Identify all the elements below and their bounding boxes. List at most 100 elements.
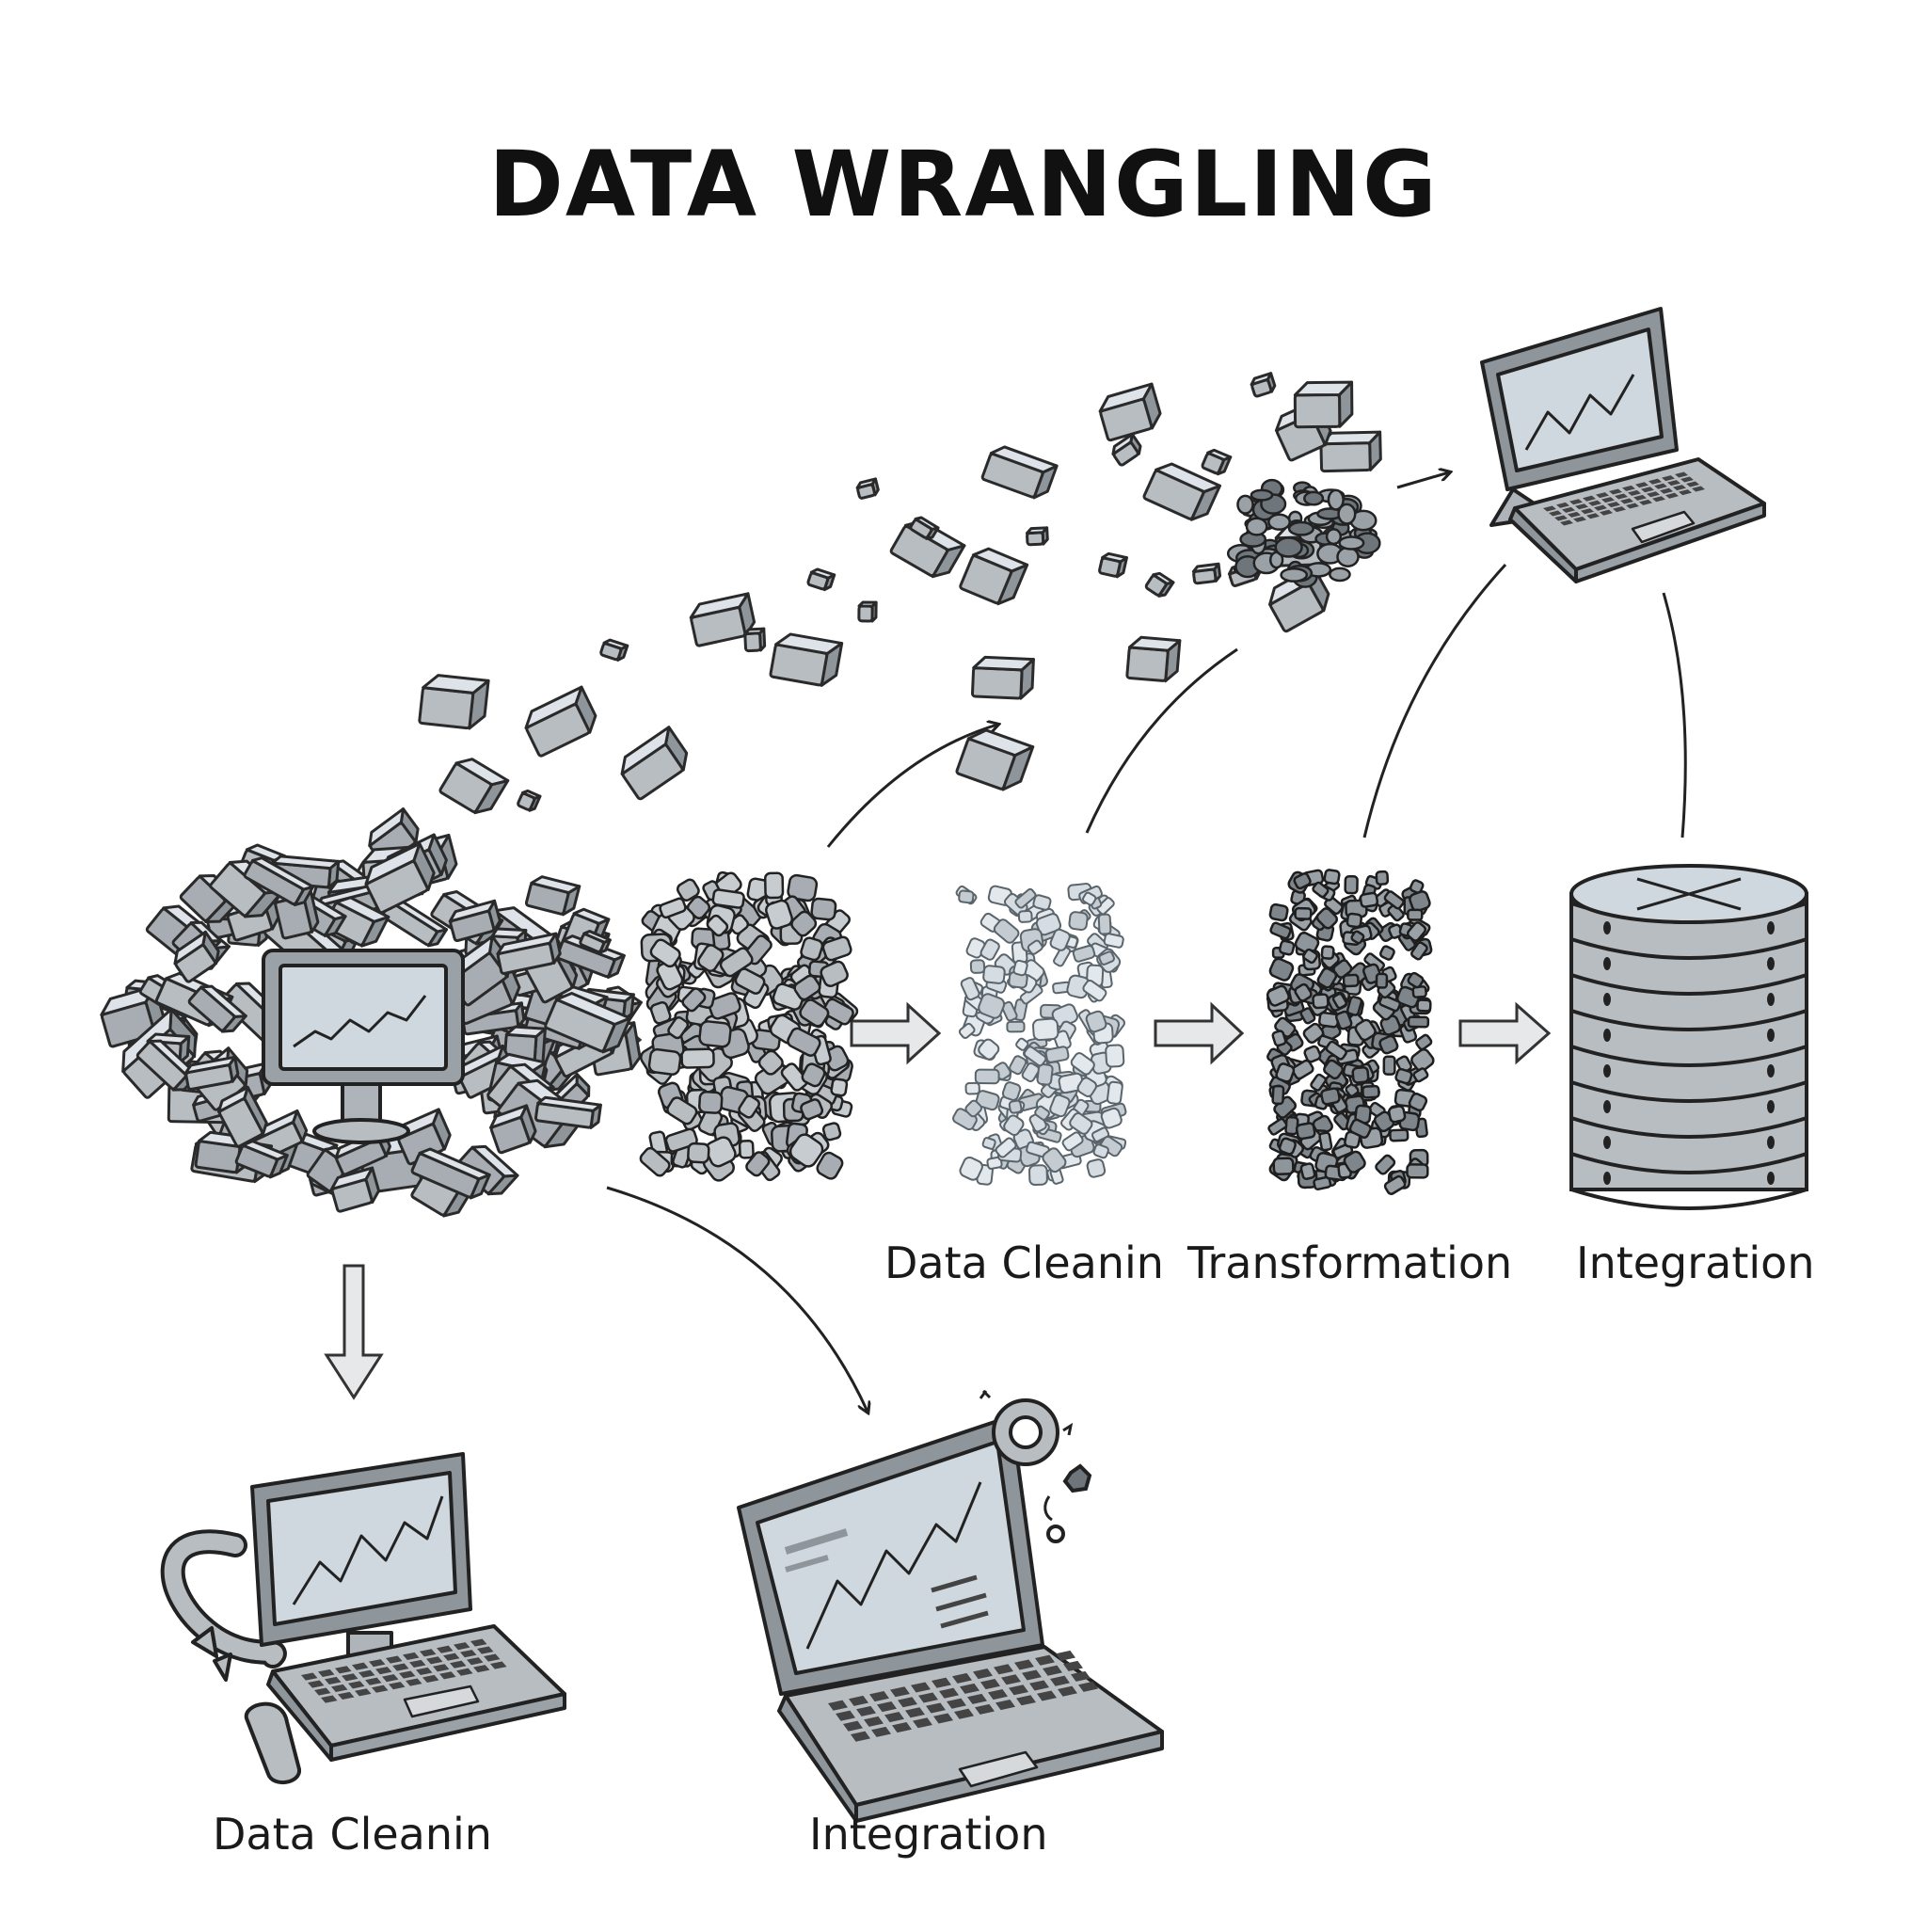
rubble-block (524, 875, 581, 917)
keyboard-key (1654, 483, 1667, 489)
column-block (1070, 1052, 1095, 1076)
keyboard-key (437, 1645, 454, 1653)
label-transformation: Transformation (1187, 1237, 1513, 1288)
column-block (1036, 1062, 1054, 1086)
flying-block (1293, 380, 1354, 429)
keyboard-key (1029, 1680, 1049, 1691)
keyboard-key (352, 1662, 369, 1670)
keyboard-key (1569, 499, 1583, 505)
keyboard-key (836, 1710, 855, 1721)
keyboard-key (1586, 513, 1600, 519)
keyboard-key (1556, 502, 1569, 508)
keyboard-key (1665, 492, 1679, 499)
keyboard-key (1622, 485, 1635, 491)
keyboard-key (460, 1650, 477, 1658)
flying-block (769, 632, 844, 687)
column-block (1006, 1020, 1026, 1033)
cluster-pebble (1280, 567, 1309, 583)
keyboard-key (932, 1677, 951, 1688)
column-block (810, 897, 837, 921)
keyboard-key (1543, 505, 1556, 512)
flying-block (1201, 448, 1233, 476)
curve-arrow-up-1 (1085, 647, 1238, 834)
column-block (1085, 1010, 1107, 1033)
database-ring (1570, 973, 1808, 996)
keyboard-key (1628, 489, 1641, 496)
rubble-block (364, 842, 436, 915)
cluster-pebble (1236, 494, 1254, 515)
diagram-title: DATA WRANGLING (488, 132, 1439, 237)
keyboard-key (926, 1702, 946, 1714)
keyboard-key (1001, 1674, 1021, 1685)
keyboard-key (980, 1679, 1000, 1690)
column-block (1318, 1131, 1333, 1152)
keyboard-key (1635, 482, 1648, 488)
column-block (1320, 1087, 1341, 1106)
column-block (1378, 994, 1402, 1013)
flying-block (1098, 382, 1162, 442)
keyboard-key (975, 1703, 995, 1715)
keyboard-key (382, 1674, 399, 1683)
column-block (801, 1062, 826, 1088)
column-block (1325, 1040, 1347, 1061)
keyboard-key (856, 1705, 876, 1716)
keyboard-key (443, 1653, 460, 1661)
column-block (680, 1047, 715, 1069)
keyboard-key (884, 1712, 904, 1723)
database-ring (1570, 1188, 1808, 1210)
column-block (1032, 894, 1052, 911)
column-block (995, 1137, 1017, 1158)
column-block (1015, 1037, 1029, 1051)
column-block (1295, 1122, 1316, 1141)
column-block (1407, 908, 1424, 921)
column-block (780, 1062, 808, 1092)
keyboard-key (1022, 1669, 1042, 1681)
database-led (1767, 1136, 1775, 1149)
rubble-block (410, 1147, 491, 1200)
flying-data-blocks (418, 372, 1382, 954)
keyboard-key (973, 1669, 993, 1680)
keyboard-key (1063, 1660, 1083, 1671)
block-arrow-down (324, 1264, 384, 1400)
column-block (1068, 911, 1089, 932)
keyboard-key (1652, 496, 1665, 503)
column-block (1035, 913, 1062, 936)
keyboard-key (308, 1680, 325, 1688)
block-arrow-4 (1458, 1001, 1552, 1065)
column-block (816, 1151, 844, 1180)
keyboard-key (450, 1660, 467, 1669)
flying-block (524, 685, 597, 758)
rubble-block (488, 1104, 537, 1155)
column-block (1023, 1046, 1047, 1067)
keyboard-key (1014, 1659, 1034, 1670)
column-block (1331, 992, 1347, 1010)
keyboard-key (1562, 506, 1575, 513)
column-block (697, 944, 725, 972)
column-block (1053, 945, 1072, 967)
cluster-pebble (1274, 536, 1303, 558)
column-block (1082, 979, 1107, 1002)
keyboard-key (869, 1691, 889, 1702)
column-block (1415, 1033, 1433, 1051)
column-block (1344, 874, 1359, 895)
keyboard-key (399, 1670, 416, 1679)
column-block (1096, 897, 1115, 916)
database-icon (1569, 864, 1808, 1210)
column-block (1359, 891, 1379, 908)
column-block (745, 1151, 771, 1177)
database-led (1603, 1029, 1611, 1042)
column-block (960, 977, 980, 1001)
column-block (1103, 933, 1124, 949)
database-led (1603, 993, 1611, 1006)
column-block (1383, 1174, 1407, 1195)
column-block (1299, 1007, 1316, 1025)
keyboard-key (403, 1652, 420, 1660)
keyboard-key (1071, 1670, 1091, 1682)
keyboard-key (828, 1700, 848, 1711)
column-block (1407, 1015, 1430, 1029)
keyboard-key (477, 1646, 494, 1654)
column-block (1302, 948, 1318, 965)
column-block (1069, 1112, 1093, 1135)
column-block (1294, 906, 1313, 920)
